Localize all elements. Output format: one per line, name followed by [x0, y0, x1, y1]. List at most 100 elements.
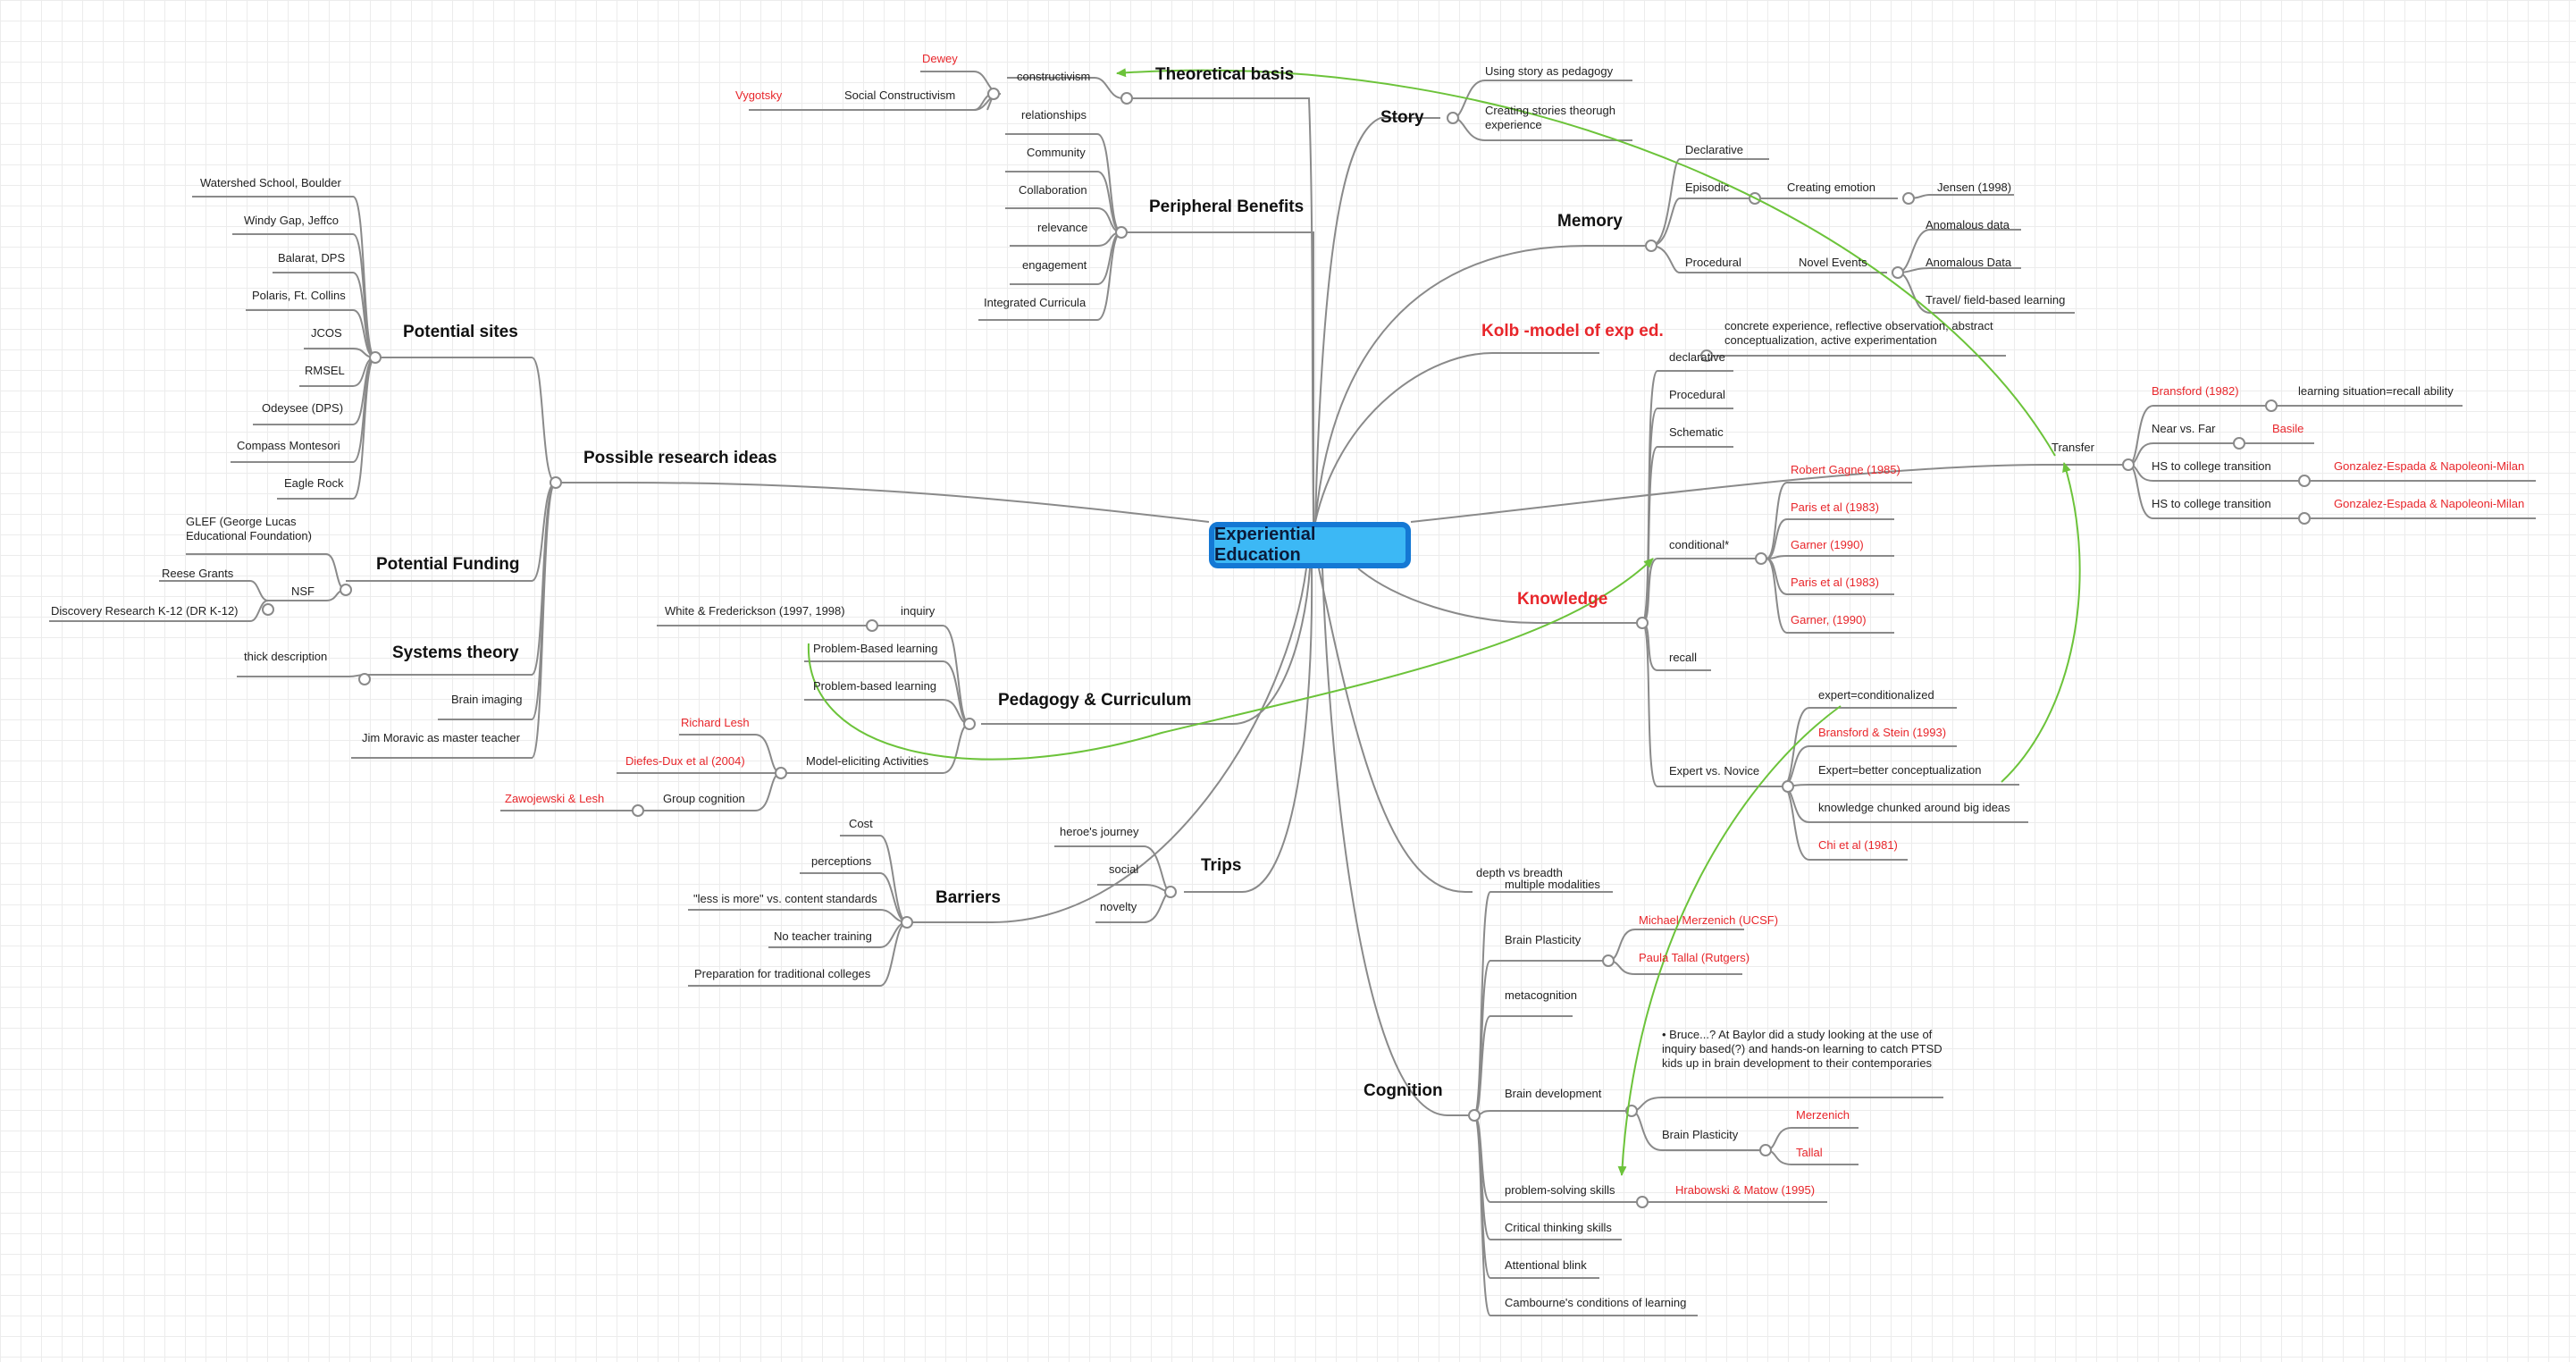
topic-possible-research-ideas[interactable]: Possible research ideas: [583, 449, 777, 467]
topic-pedagogy-curriculum[interactable]: Pedagogy & Curriculum: [998, 691, 1192, 710]
research-brain-imaging[interactable]: Brain imaging: [451, 693, 523, 706]
funding-nsf[interactable]: NSF: [291, 584, 315, 598]
conditional-ref[interactable]: Paris et al (1983): [1791, 576, 1879, 589]
peripheral-item[interactable]: engagement: [1022, 258, 1087, 272]
cognition-tallal[interactable]: Tallal: [1796, 1146, 1823, 1159]
expert-item[interactable]: knowledge chunked around big ideas: [1818, 801, 2010, 814]
theoretical-vygotsky[interactable]: Vygotsky: [735, 88, 783, 102]
research-jim-moravic[interactable]: Jim Moravic as master teacher: [362, 731, 520, 744]
pedagogy-zawojewski[interactable]: Zawojewski & Lesh: [505, 792, 605, 805]
theoretical-constructivism[interactable]: constructivism: [1017, 70, 1091, 83]
knowledge-recall[interactable]: recall: [1669, 651, 1698, 664]
memory-jensen[interactable]: Jensen (1998): [1937, 181, 2012, 194]
novel-event-item[interactable]: Travel/ field-based learning: [1926, 293, 2066, 307]
pedagogy-lesh[interactable]: Richard Lesh: [681, 716, 750, 729]
site-item[interactable]: Windy Gap, Jeffco: [244, 214, 339, 227]
pedagogy-pbl[interactable]: Problem-based learning: [813, 679, 937, 693]
cognition-merzenich-ucsf[interactable]: Michael Merzenich (UCSF): [1639, 913, 1779, 927]
barrier-item[interactable]: Cost: [849, 817, 873, 830]
topic-theoretical-basis[interactable]: Theoretical basis: [1155, 65, 1295, 84]
expert-item[interactable]: expert=conditionalized: [1818, 688, 1934, 702]
memory-declarative[interactable]: Declarative: [1685, 143, 1744, 156]
transfer-gonzalez[interactable]: Gonzalez-Espada & Napoleoni-Milan: [2334, 497, 2525, 510]
topic-potential-funding[interactable]: Potential Funding: [376, 555, 520, 574]
transfer-hs-transition[interactable]: HS to college transition: [2152, 459, 2271, 473]
topic-systems-theory[interactable]: Systems theory: [392, 643, 519, 662]
systems-thick-description[interactable]: thick description: [244, 650, 328, 663]
peripheral-item[interactable]: relevance: [1037, 221, 1088, 234]
pedagogy-model-eliciting[interactable]: Model-eliciting Activities: [806, 754, 929, 768]
cognition-tallal-rutgers[interactable]: Paula Tallal (Rutgers): [1639, 951, 1750, 964]
trips-item[interactable]: heroe's journey: [1060, 825, 1139, 838]
barrier-item[interactable]: Preparation for traditional colleges: [694, 967, 871, 980]
transfer-near-far[interactable]: Near vs. Far: [2152, 422, 2216, 435]
cognition-brain-plasticity-2[interactable]: Brain Plasticity: [1662, 1128, 1739, 1141]
theoretical-social-constructivism[interactable]: Social Constructivism: [844, 88, 956, 102]
knowledge-conditional[interactable]: conditional*: [1669, 538, 1730, 551]
memory-creating-emotion[interactable]: Creating emotion: [1787, 181, 1875, 194]
center-topic[interactable]: Experiential Education: [1209, 522, 1411, 568]
transfer-recall-ability[interactable]: learning situation=recall ability: [2298, 384, 2454, 398]
peripheral-item[interactable]: relationships: [1021, 108, 1087, 122]
trips-item[interactable]: novelty: [1100, 900, 1137, 913]
story-item[interactable]: Creating stories theorugh experience: [1485, 104, 1615, 131]
site-item[interactable]: Compass Montesori: [237, 439, 340, 452]
peripheral-item[interactable]: Collaboration: [1019, 183, 1087, 197]
memory-episodic[interactable]: Episodic: [1685, 181, 1730, 194]
cognition-brain-development[interactable]: Brain development: [1505, 1087, 1602, 1100]
barrier-item[interactable]: "less is more" vs. content standards: [693, 892, 877, 905]
transfer-hs-transition[interactable]: HS to college transition: [2152, 497, 2271, 510]
story-item[interactable]: Using story as pedagogy: [1485, 64, 1614, 78]
cognition-metacognition[interactable]: metacognition: [1505, 988, 1577, 1002]
novel-event-item[interactable]: Anomalous Data: [1926, 256, 2012, 269]
transfer-basile[interactable]: Basile: [2272, 422, 2304, 435]
cognition-attentional-blink[interactable]: Attentional blink: [1505, 1258, 1587, 1272]
topic-trips[interactable]: Trips: [1201, 856, 1242, 875]
cognition-problem-solving[interactable]: problem-solving skills: [1505, 1183, 1615, 1197]
expert-item[interactable]: Bransford & Stein (1993): [1818, 726, 1947, 739]
topic-potential-sites[interactable]: Potential sites: [403, 323, 518, 341]
topic-knowledge[interactable]: Knowledge: [1517, 590, 1608, 609]
cognition-multiple-modalities[interactable]: multiple modalities: [1505, 878, 1600, 891]
pedagogy-pbl[interactable]: Problem-Based learning: [813, 642, 938, 655]
funding-drk12[interactable]: Discovery Research K-12 (DR K-12): [51, 604, 239, 618]
topic-memory[interactable]: Memory: [1557, 212, 1623, 231]
site-item[interactable]: Polaris, Ft. Collins: [252, 289, 346, 302]
novel-event-item[interactable]: Anomalous data: [1926, 218, 2010, 231]
expert-item[interactable]: Chi et al (1981): [1818, 838, 1898, 852]
site-item[interactable]: JCOS: [311, 326, 342, 340]
site-item[interactable]: Odeysee (DPS): [262, 401, 344, 415]
topic-kolb[interactable]: Kolb -model of exp ed.: [1481, 322, 1664, 340]
knowledge-expert-novice[interactable]: Expert vs. Novice: [1669, 764, 1760, 778]
conditional-ref[interactable]: Robert Gagne (1985): [1791, 463, 1901, 476]
kolb-child[interactable]: concrete experience, reflective observat…: [1724, 319, 1993, 347]
cognition-bruce-note[interactable]: • Bruce...? At Baylor did a study lookin…: [1662, 1028, 1942, 1070]
conditional-ref[interactable]: Garner, (1990): [1791, 613, 1867, 626]
barrier-item[interactable]: perceptions: [811, 854, 872, 868]
pedagogy-group-cognition[interactable]: Group cognition: [663, 792, 745, 805]
topic-peripheral-benefits[interactable]: Peripheral Benefits: [1149, 198, 1305, 216]
topic-barriers[interactable]: Barriers: [936, 888, 1001, 907]
funding-glef[interactable]: GLEF (George Lucas Educational Foundatio…: [186, 515, 312, 542]
peripheral-item[interactable]: Integrated Curricula: [984, 296, 1087, 309]
peripheral-item[interactable]: Community: [1027, 146, 1086, 159]
cognition-depth-breadth[interactable]: depth vs breadth: [1476, 866, 1563, 879]
knowledge-declarative[interactable]: declarative: [1669, 350, 1725, 364]
site-item[interactable]: RMSEL: [305, 364, 345, 377]
funding-reese[interactable]: Reese Grants: [162, 567, 234, 580]
transfer-bransford[interactable]: Bransford (1982): [2152, 384, 2239, 398]
knowledge-schematic[interactable]: Schematic: [1669, 425, 1724, 439]
cognition-critical-thinking[interactable]: Critical thinking skills: [1505, 1221, 1612, 1234]
topic-transfer[interactable]: Transfer: [2052, 441, 2094, 454]
topic-story[interactable]: Story: [1380, 108, 1424, 127]
transfer-gonzalez[interactable]: Gonzalez-Espada & Napoleoni-Milan: [2334, 459, 2525, 473]
theoretical-dewey[interactable]: Dewey: [922, 52, 958, 65]
cognition-cambourne[interactable]: Cambourne's conditions of learning: [1505, 1296, 1687, 1309]
expert-item[interactable]: Expert=better conceptualization: [1818, 763, 1982, 777]
memory-novel-events[interactable]: Novel Events: [1799, 256, 1867, 269]
pedagogy-diefes[interactable]: Diefes-Dux et al (2004): [625, 754, 745, 768]
conditional-ref[interactable]: Garner (1990): [1791, 538, 1864, 551]
cognition-hrabowski[interactable]: Hrabowski & Matow (1995): [1675, 1183, 1816, 1197]
site-item[interactable]: Eagle Rock: [284, 476, 344, 490]
topic-cognition[interactable]: Cognition: [1364, 1081, 1443, 1100]
